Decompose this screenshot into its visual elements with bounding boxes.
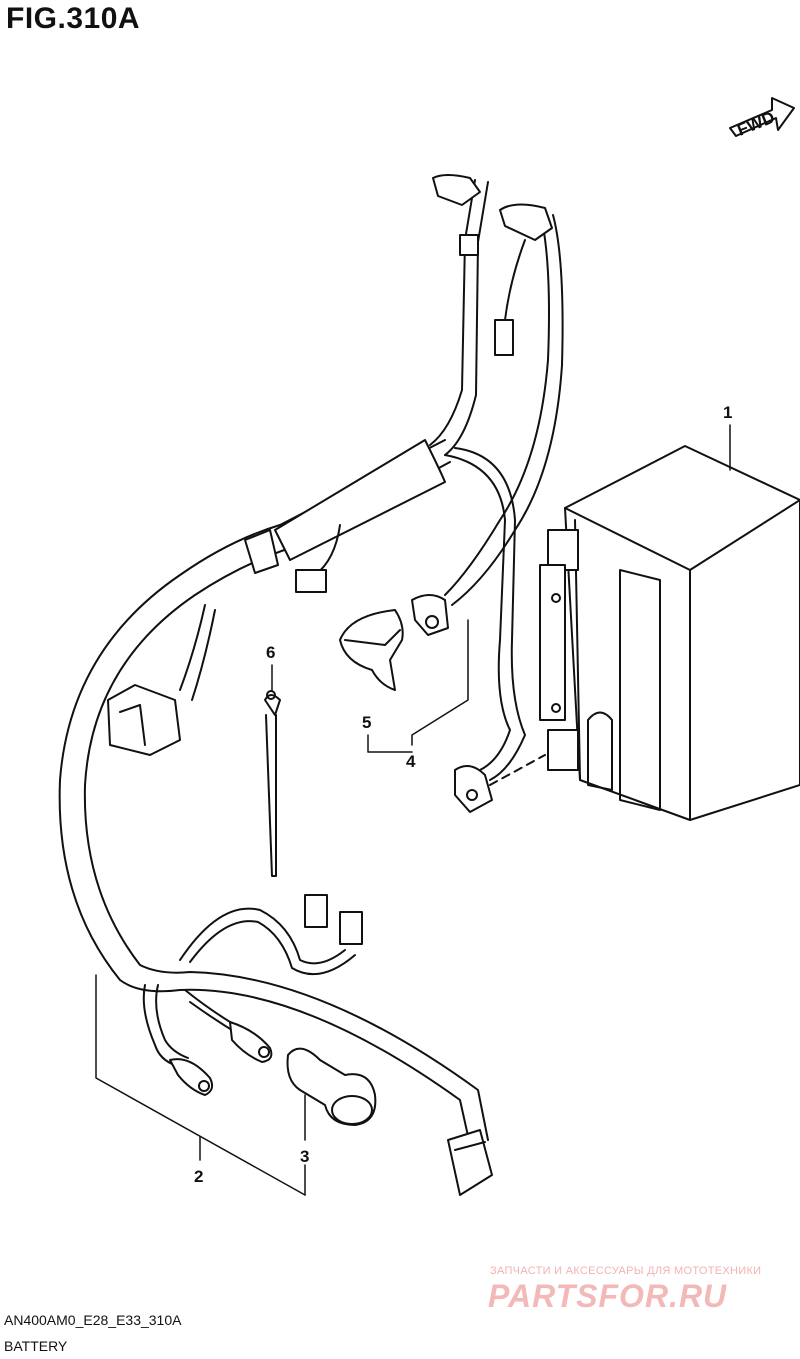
fwd-label: FWD: [734, 108, 777, 140]
callout-2: 2: [194, 1167, 203, 1186]
callout-3: 3: [300, 1147, 309, 1166]
fwd-arrow-icon: FWD: [729, 97, 795, 140]
battery-harness: [58, 439, 546, 1196]
callout-6: 6: [266, 643, 275, 662]
callout-1: 1: [723, 403, 732, 422]
figure-code: AN400AM0_E28_E33_310A: [4, 1312, 182, 1328]
figure-title: FIG.310A: [6, 2, 141, 35]
figure-caption: BATTERY: [4, 1338, 68, 1354]
terminal-cover: [286, 1047, 377, 1126]
cable-tie: [264, 690, 281, 877]
callout-4: 4: [406, 752, 416, 771]
battery-cable: [411, 174, 564, 636]
watermark-logo: PARTSFOR.RU: [488, 1278, 728, 1314]
cable-cover: [339, 609, 404, 691]
callout-5: 5: [362, 713, 371, 732]
battery-body: [539, 445, 800, 821]
watermark-tagline: ЗАПЧАСТИ И АКСЕССУАРЫ ДЛЯ МОТОТЕХНИКИ: [490, 1265, 762, 1277]
leader-lines: [95, 424, 731, 1196]
